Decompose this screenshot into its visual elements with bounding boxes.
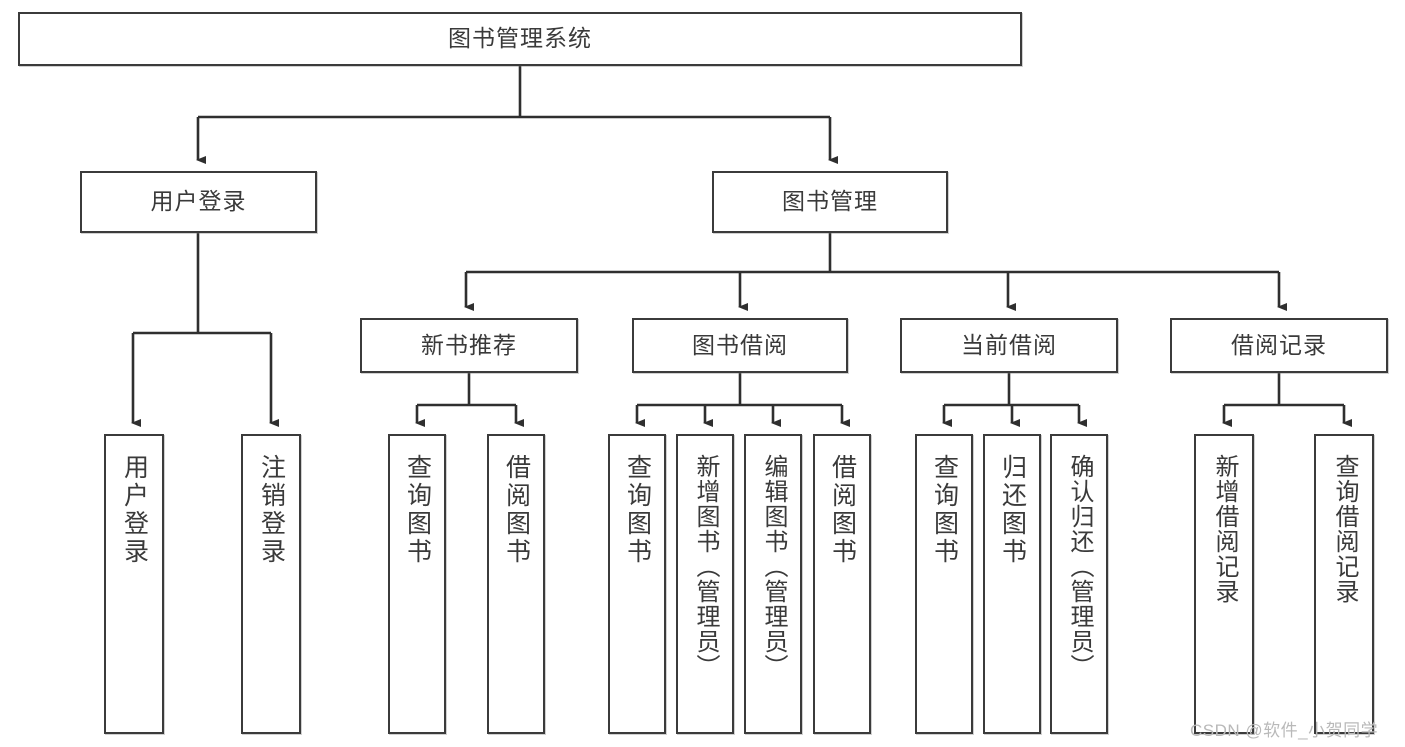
node-book-manage[interactable]: 图书管理 [712, 171, 948, 233]
node-label: 借阅图书 [502, 454, 531, 566]
node-label: 查询图书 [403, 454, 432, 566]
node-label: 用户登录 [150, 188, 247, 215]
node-leaf-return-book[interactable]: 归还图书 [983, 434, 1041, 734]
node-leaf-logout-login[interactable]: 注销登录 [241, 434, 301, 734]
node-leaf-query-book-2[interactable]: 查询图书 [608, 434, 666, 734]
node-leaf-query-book-3[interactable]: 查询图书 [915, 434, 973, 734]
node-borrow-record[interactable]: 借阅记录 [1170, 318, 1388, 373]
node-leaf-query-book-1[interactable]: 查询图书 [388, 434, 446, 734]
node-leaf-confirm-return-admin[interactable]: 确认归还（管理员） [1050, 434, 1108, 734]
node-leaf-edit-book-admin[interactable]: 编辑图书（管理员） [744, 434, 802, 734]
node-label: 当前借阅 [961, 331, 1057, 358]
node-label: 借阅记录 [1231, 331, 1327, 358]
node-user-login[interactable]: 用户登录 [80, 171, 317, 233]
csdn-watermark: CSDN @软件_小贺同学 [1190, 721, 1379, 740]
node-leaf-add-book-admin[interactable]: 新增图书（管理员） [676, 434, 734, 734]
node-label: 查询图书 [623, 454, 652, 566]
node-label: 确认归还（管理员） [1066, 454, 1093, 679]
node-label: 编辑图书（管理员） [760, 454, 787, 679]
node-book-borrow[interactable]: 图书借阅 [632, 318, 848, 373]
node-label: 归还图书 [998, 454, 1027, 566]
node-label: 借阅图书 [828, 454, 857, 566]
node-label: 图书管理系统 [448, 25, 592, 52]
node-leaf-add-borrow-record[interactable]: 新增借阅记录 [1194, 434, 1254, 734]
node-label: 新书推荐 [421, 331, 517, 358]
node-label: 新增借阅记录 [1211, 454, 1238, 604]
node-label: 新增图书（管理员） [692, 454, 719, 679]
node-label: 注销登录 [257, 454, 286, 566]
node-label: 图书借阅 [692, 331, 788, 358]
node-label: 查询借阅记录 [1331, 454, 1358, 604]
node-new-book-recommend[interactable]: 新书推荐 [360, 318, 578, 373]
node-label: 用户登录 [120, 454, 149, 566]
node-label: 图书管理 [782, 188, 878, 215]
node-leaf-borrow-book-1[interactable]: 借阅图书 [487, 434, 545, 734]
node-root-system[interactable]: 图书管理系统 [18, 12, 1022, 66]
node-leaf-borrow-book-2[interactable]: 借阅图书 [813, 434, 871, 734]
node-current-borrow[interactable]: 当前借阅 [900, 318, 1118, 373]
node-label: 查询图书 [930, 454, 959, 566]
node-leaf-query-borrow-record[interactable]: 查询借阅记录 [1314, 434, 1374, 734]
node-leaf-user-login[interactable]: 用户登录 [104, 434, 164, 734]
